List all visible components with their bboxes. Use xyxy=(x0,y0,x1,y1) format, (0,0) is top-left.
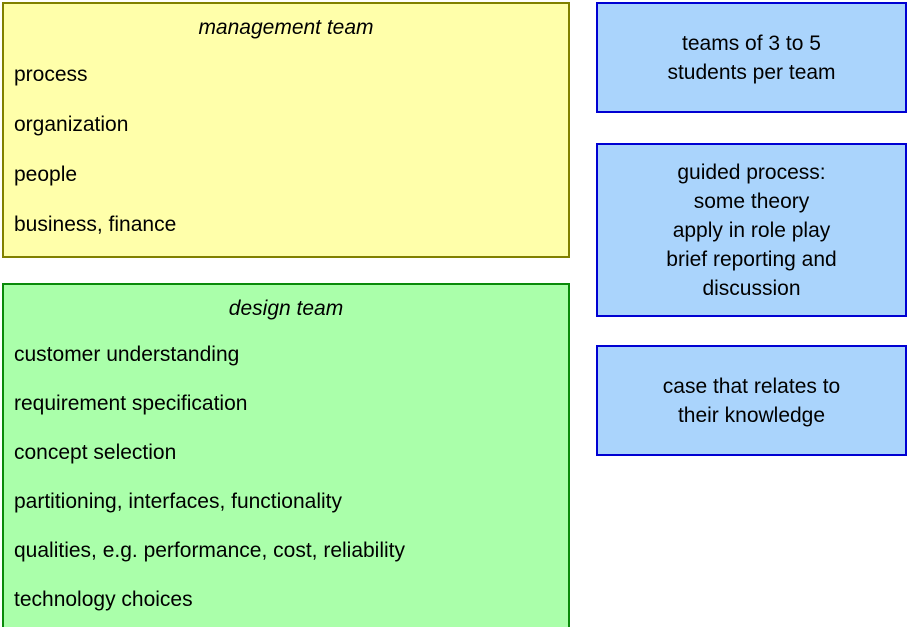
list-item: business, finance xyxy=(14,213,177,236)
note-line: case that relates to xyxy=(662,374,841,398)
note-team-size-box: teams of 3 to 5 students per team xyxy=(596,2,907,113)
list-item: requirement specification xyxy=(14,392,248,415)
note-line: students per team xyxy=(667,60,836,84)
list-item: technology choices xyxy=(14,588,193,611)
note-case-box: case that relates to their knowledge xyxy=(596,345,907,456)
list-item: qualities, e.g. performance, cost, relia… xyxy=(14,539,406,562)
note-line: teams of 3 to 5 xyxy=(682,31,821,55)
design-team-list: customer understanding requirement speci… xyxy=(4,344,568,610)
list-item: partitioning, interfaces, functionality xyxy=(14,490,343,513)
list-item: process xyxy=(14,63,88,86)
list-item: customer understanding xyxy=(14,343,240,366)
note-line: their knowledge xyxy=(677,403,826,427)
design-team-title: design team xyxy=(228,297,344,320)
list-item: concept selection xyxy=(14,441,177,464)
management-team-title: management team xyxy=(198,16,374,39)
note-guided-process-box: guided process: some theory apply in rol… xyxy=(596,143,907,317)
note-guided-process-text: guided process: some theory apply in rol… xyxy=(658,158,844,303)
note-line: brief reporting and xyxy=(666,247,837,271)
note-line: apply in role play xyxy=(672,218,831,242)
note-case-text: case that relates to their knowledge xyxy=(655,372,848,430)
management-team-box: management team process organization peo… xyxy=(2,2,570,258)
note-line: some theory xyxy=(693,189,810,213)
list-item: people xyxy=(14,163,78,186)
design-team-box: design team customer understanding requi… xyxy=(2,283,570,627)
note-line: discussion xyxy=(702,276,801,300)
list-item: organization xyxy=(14,113,129,136)
note-line: guided process: xyxy=(677,160,826,184)
management-team-list: process organization people business, fi… xyxy=(4,64,568,235)
note-team-size-text: teams of 3 to 5 students per team xyxy=(659,29,843,87)
